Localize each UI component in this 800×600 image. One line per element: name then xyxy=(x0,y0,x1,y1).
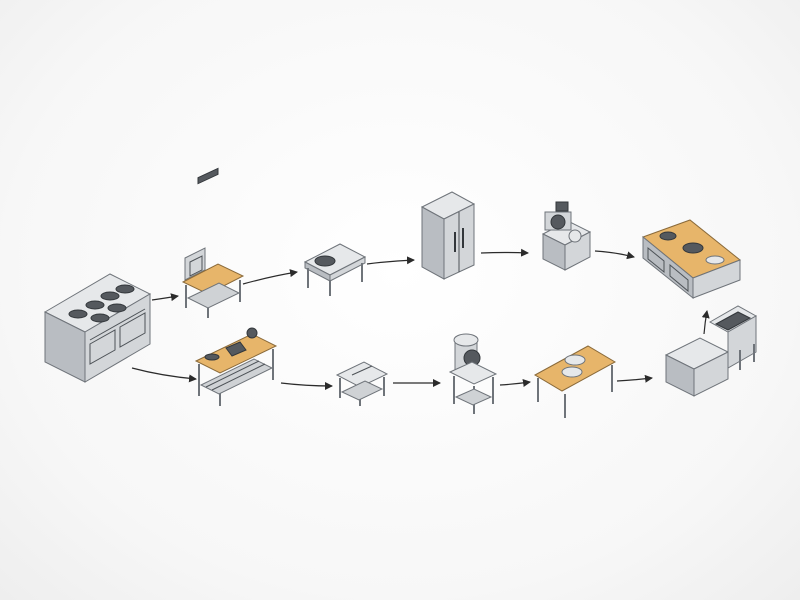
plating-table-icon xyxy=(533,345,617,418)
arrow-mixer-to-plating xyxy=(499,379,531,387)
slicer-station-icon xyxy=(541,201,592,271)
sink-table-icon xyxy=(303,243,367,296)
arrow-slicer-to-counter xyxy=(594,250,635,260)
dish-station-icon xyxy=(664,305,758,397)
arrow-sink-to-fridge xyxy=(366,256,415,265)
small-work-table-icon xyxy=(335,361,389,406)
butcher-table-icon xyxy=(194,327,278,406)
range-oven-icon xyxy=(43,273,152,383)
arrow-fridge-to-slicer xyxy=(480,248,529,257)
prep-station-icon xyxy=(181,167,245,318)
arrow-prep-to-sink xyxy=(242,269,298,285)
arrow-plating-to-dish xyxy=(616,374,653,383)
arrow-range-to-prep xyxy=(151,293,179,302)
stand-mixer-icon xyxy=(448,333,498,414)
refrigerator-icon xyxy=(420,191,476,280)
arrow-butcher-to-worktable xyxy=(280,381,333,390)
arrow-dish-to-counter xyxy=(701,310,710,335)
cooking-counter-icon xyxy=(642,219,741,300)
flow-arrows xyxy=(131,248,710,390)
arrow-range-to-butcher xyxy=(131,367,197,383)
